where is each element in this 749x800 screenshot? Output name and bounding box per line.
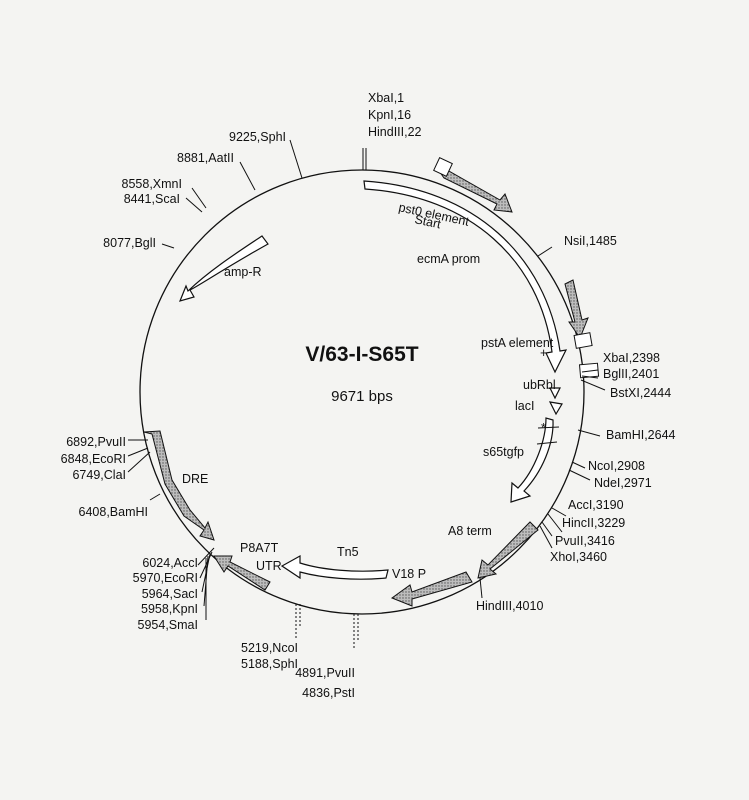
plasmid-backbone: [139, 169, 585, 615]
site-label: HincII,3229: [562, 516, 625, 530]
feature-label: V18 P: [392, 567, 426, 581]
site-label: HindIII,4010: [476, 599, 543, 613]
site-label: XbaI,2398: [603, 351, 660, 365]
feature-label: pstA element: [481, 336, 554, 350]
feature-label: amp-R: [224, 265, 262, 279]
site-label: BstXI,2444: [610, 386, 671, 400]
site-label: 8441,ScaI: [124, 192, 180, 206]
feature-arrow-pst0-block: [435, 167, 513, 213]
site-label: 6892,PvuII: [66, 435, 126, 449]
feature-arrow-s65tgfp: [510, 417, 554, 503]
site-label: 8881,AatII: [177, 151, 234, 165]
feature-arrow-bottom: [390, 571, 473, 607]
feature-arrow-ecma: [363, 180, 568, 374]
feature-arrow-bottom-right: [477, 521, 539, 579]
site-label: 6024,AccI: [142, 556, 198, 570]
feature-label: UTR: [256, 559, 282, 573]
feature-arrow-tn5: [280, 554, 389, 580]
site-label: NcoI,2908: [588, 459, 645, 473]
feature-label: A8 term: [448, 524, 492, 538]
plasmid-size: 9671 bps: [331, 388, 393, 405]
feature-label: ubRbl: [523, 378, 556, 392]
site-label: HindIII,22: [368, 125, 422, 139]
feature-label: s65tgfp: [483, 445, 524, 459]
site-label: 5958,KpnI: [141, 602, 198, 616]
site-label: 6408,BamHI: [79, 505, 148, 519]
site-label: 5219,NcoI: [241, 641, 298, 655]
site-label: 6749,ClaI: [72, 468, 126, 482]
feature-label: lacI: [515, 399, 534, 413]
site-label: 4836,PstI: [302, 686, 355, 700]
site-label: PvuII,3416: [555, 534, 615, 548]
site-label: 5964,SacI: [142, 587, 198, 601]
feature-arrow-p8a7t: [213, 555, 271, 591]
feature-label: Start: [413, 212, 442, 231]
site-label: AccI,3190: [568, 498, 624, 512]
feature-label: Tn5: [337, 545, 359, 559]
site-ticks: [127, 139, 606, 650]
site-label: NdeI,2971: [594, 476, 652, 490]
site-label: 5188,SphI: [241, 657, 298, 671]
site-label: BamHI,2644: [606, 428, 676, 442]
site-label: NsiI,1485: [564, 234, 617, 248]
feature-lacI-triangles: [548, 387, 563, 416]
feature-tick-lacI: [536, 441, 558, 445]
feature-label: P8A7T: [240, 541, 279, 555]
feature-label: DRE: [182, 472, 208, 486]
site-label: XhoI,3460: [550, 550, 607, 564]
site-label: XbaI,1: [368, 91, 404, 105]
feature-arrow-amp-r: [178, 235, 269, 302]
site-label: 5954,SmaI: [138, 618, 198, 632]
site-label: 9225,SphI: [229, 130, 286, 144]
feature-arrow-right-block: [564, 279, 589, 340]
site-label: KpnI,16: [368, 108, 411, 122]
site-label: 4891,PvuII: [295, 666, 355, 680]
feature-label: ecmA prom: [417, 252, 480, 266]
feature-arrow-dre: [143, 430, 215, 541]
site-label: 5970,EcoRI: [133, 571, 198, 585]
feature-plus-mark: +: [540, 346, 547, 360]
feature-box-top: [433, 157, 453, 177]
site-label: 8558,XmnI: [122, 177, 182, 191]
site-label: 6848,EcoRI: [61, 452, 126, 466]
feature-tick-lacI-2: [537, 426, 560, 429]
site-label: BglII,2401: [603, 367, 659, 381]
feature-box-right-1: [573, 332, 593, 349]
site-label: 8077,BglI: [103, 236, 156, 250]
plasmid-name: V/63-I-S65T: [305, 343, 418, 366]
